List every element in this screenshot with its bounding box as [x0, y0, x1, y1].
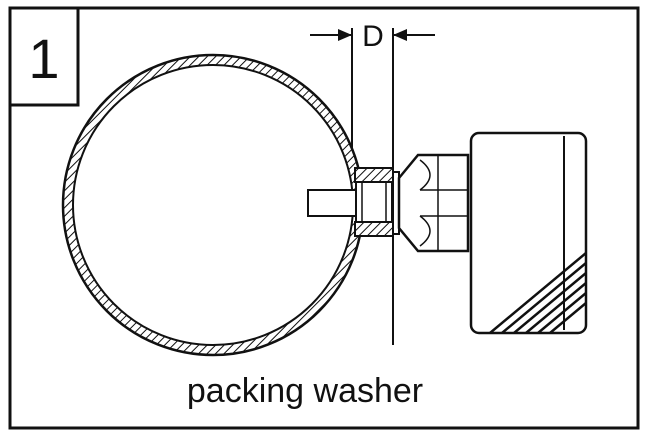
dimension-d: D	[310, 20, 435, 345]
caption: packing washer	[187, 372, 423, 410]
threaded-boss	[354, 167, 394, 237]
gauge-housing	[469, 131, 588, 335]
figure-frame	[8, 6, 640, 430]
pipe-cross-section	[61, 53, 365, 357]
sensor-stem	[307, 189, 359, 217]
dimension-label: D	[362, 20, 384, 53]
hex-nut	[397, 153, 470, 253]
step-number: 1	[28, 27, 59, 90]
step-number-box: 1	[8, 6, 80, 107]
